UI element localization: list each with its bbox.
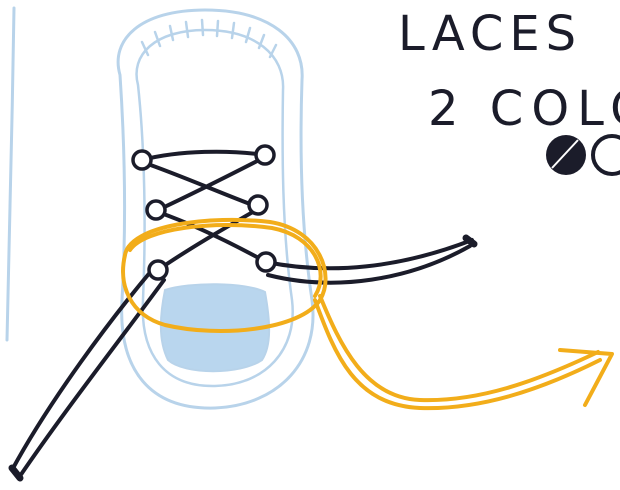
eyelets [131, 144, 277, 281]
eyelet-left-2 [145, 199, 167, 221]
title-line-1: LACES [398, 6, 582, 62]
lace-cross-2b [156, 207, 260, 272]
dark-filled-circle-icon [546, 135, 586, 175]
lace-end-left-outer [10, 268, 154, 472]
highlight-arrow-shaft [313, 298, 602, 411]
lace-cross-1b [156, 155, 267, 212]
title-line-2: 2 COLO [428, 81, 620, 137]
lace-end-right-inner [266, 244, 472, 285]
highlight-ellipse-second-stroke [128, 222, 323, 298]
dark-circle-hatch [551, 139, 579, 169]
shoe-tongue [159, 283, 271, 373]
shoe [116, 8, 315, 410]
light-circle-icon [591, 134, 620, 176]
highlight-arrow-shaft-second-stroke [318, 294, 600, 403]
lace-top-bar [140, 149, 267, 162]
shoe-sole-outline [116, 8, 315, 410]
toe-stitching [140, 18, 278, 59]
shoe-collar-outline [135, 28, 294, 388]
lace-cross-1a [140, 160, 260, 209]
highlight-arrowhead [558, 348, 614, 407]
color-swatches [546, 134, 620, 176]
laces [8, 149, 478, 482]
eyelet-right-1 [254, 144, 276, 166]
lace-end-right-outer [264, 238, 474, 271]
lace-tip-left [8, 464, 24, 482]
left-margin-line [5, 6, 16, 342]
eyelet-right-2 [247, 194, 269, 216]
highlight-annotation [121, 217, 614, 411]
eyelet-right-3 [255, 251, 277, 273]
eyelet-left-3 [147, 259, 169, 281]
lace-tip-right [462, 234, 478, 248]
lace-end-left-inner [18, 278, 166, 478]
eyelet-left-1 [131, 149, 153, 171]
